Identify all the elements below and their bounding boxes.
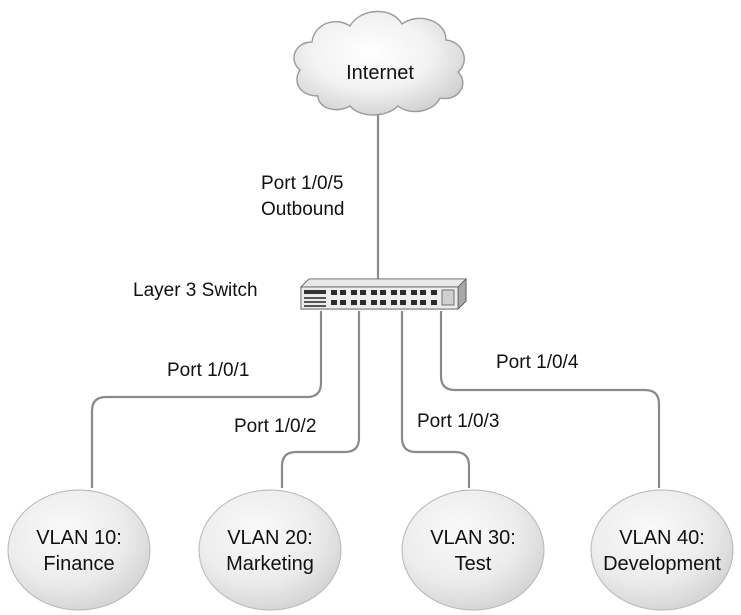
link-port-label: Port 1/0/2 bbox=[234, 416, 316, 437]
vlan-id-label: VLAN 10: bbox=[36, 527, 122, 549]
vlan-ellipse bbox=[198, 489, 342, 611]
layer3-switch-icon bbox=[300, 278, 467, 310]
vlan-ellipse bbox=[7, 489, 151, 611]
connection-lines bbox=[90, 110, 661, 488]
link-line-development bbox=[439, 311, 661, 488]
link-port-label: Port 1/0/4 bbox=[496, 352, 579, 373]
link-line-marketing bbox=[280, 311, 361, 488]
vlan-id-label: VLAN 20: bbox=[227, 527, 313, 549]
vlan-name-label: Test bbox=[455, 553, 492, 575]
internet-label: Internet bbox=[346, 62, 414, 84]
vlan-ellipse bbox=[401, 489, 545, 611]
switch-ports bbox=[331, 290, 437, 305]
switch-uplink-module bbox=[441, 289, 455, 306]
link-port-label: Port 1/0/3 bbox=[417, 411, 499, 432]
switch-led-block bbox=[304, 297, 326, 307]
vlan-node-development: VLAN 40: Development bbox=[590, 489, 734, 611]
vlan-node-finance: VLAN 10: Finance bbox=[7, 489, 151, 611]
vlan-node-marketing: VLAN 20: Marketing bbox=[198, 489, 342, 611]
vlan-id-label: VLAN 30: bbox=[430, 527, 516, 549]
switch-top-face bbox=[300, 278, 467, 288]
uplink-port-label: Port 1/0/5 bbox=[261, 173, 343, 194]
vlan-name-label: Finance bbox=[43, 553, 114, 575]
link-port-label: Port 1/0/1 bbox=[167, 360, 249, 381]
vlan-name-label: Marketing bbox=[226, 553, 314, 575]
vlan-id-label: VLAN 40: bbox=[619, 527, 705, 549]
vlan-ellipse bbox=[590, 489, 734, 611]
switch-label: Layer 3 Switch bbox=[133, 280, 258, 301]
vlan-node-test: VLAN 30: Test bbox=[401, 489, 545, 611]
internet-cloud: Internet bbox=[293, 10, 465, 116]
vlan-name-label: Development bbox=[603, 553, 721, 575]
link-line-test bbox=[400, 311, 471, 488]
switch-brand-strip bbox=[304, 290, 326, 294]
link-line-finance bbox=[90, 311, 323, 488]
cloud-shape bbox=[293, 10, 465, 116]
uplink-role-label: Outbound bbox=[261, 199, 344, 220]
